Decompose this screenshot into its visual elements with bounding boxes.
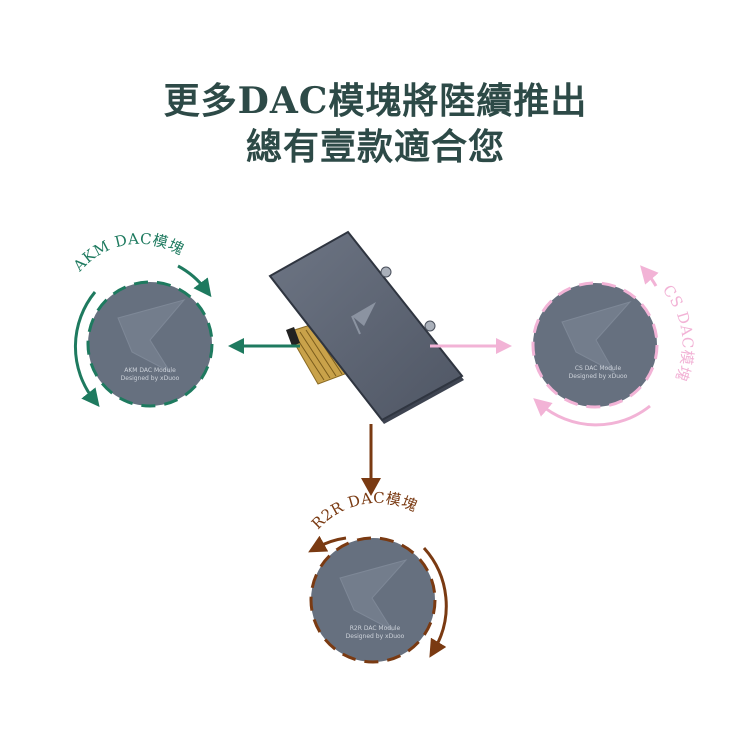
r2r-dashed-ring	[309, 536, 437, 664]
akm-dashed-ring	[86, 280, 214, 408]
akm-disc-line-2: Designed by xDuoo	[121, 375, 180, 382]
x-logo-icon	[339, 559, 408, 632]
akm-disc-line-1: AKM DAC Module	[124, 367, 176, 374]
r2r-rotate-arrow	[308, 535, 347, 553]
cs-module-group: CS DAC Module Designed by xDuoo CS DAC模塊	[531, 265, 697, 427]
r2r-disc-line-1: R2R DAC Module	[350, 625, 401, 632]
cs-arc-label: CS DAC模塊	[659, 281, 697, 383]
x-logo-icon	[117, 299, 186, 374]
cs-disc-line-1: CS DAC Module	[575, 365, 622, 372]
cs-rotate-arrow	[640, 265, 659, 287]
cs-disc-line-2: Designed by xDuoo	[569, 373, 628, 380]
headline: 更多DAC模塊將陸續推出 總有壹款適合您	[0, 78, 751, 170]
headline-line-1: 更多DAC模塊將陸續推出	[163, 80, 588, 122]
akm-rotate-arrow	[73, 291, 100, 408]
cs-dashed-ring	[531, 281, 659, 409]
r2r-module-group: R2R DAC Module Designed by xDuoo R2R DAC…	[308, 489, 448, 664]
x-logo-icon	[561, 301, 632, 374]
headline-line-2: 總有壹款適合您	[245, 126, 505, 168]
r2r-arc-label: R2R DAC模塊	[308, 489, 420, 533]
akm-arc-label: AKM DAC模塊	[69, 230, 187, 276]
dac-module-card-icon	[268, 230, 464, 424]
akm-module-group: AKM DAC Module Designed by xDuoo AKM DAC…	[69, 230, 214, 408]
r2r-disc-line-2: Designed by xDuoo	[346, 633, 405, 640]
